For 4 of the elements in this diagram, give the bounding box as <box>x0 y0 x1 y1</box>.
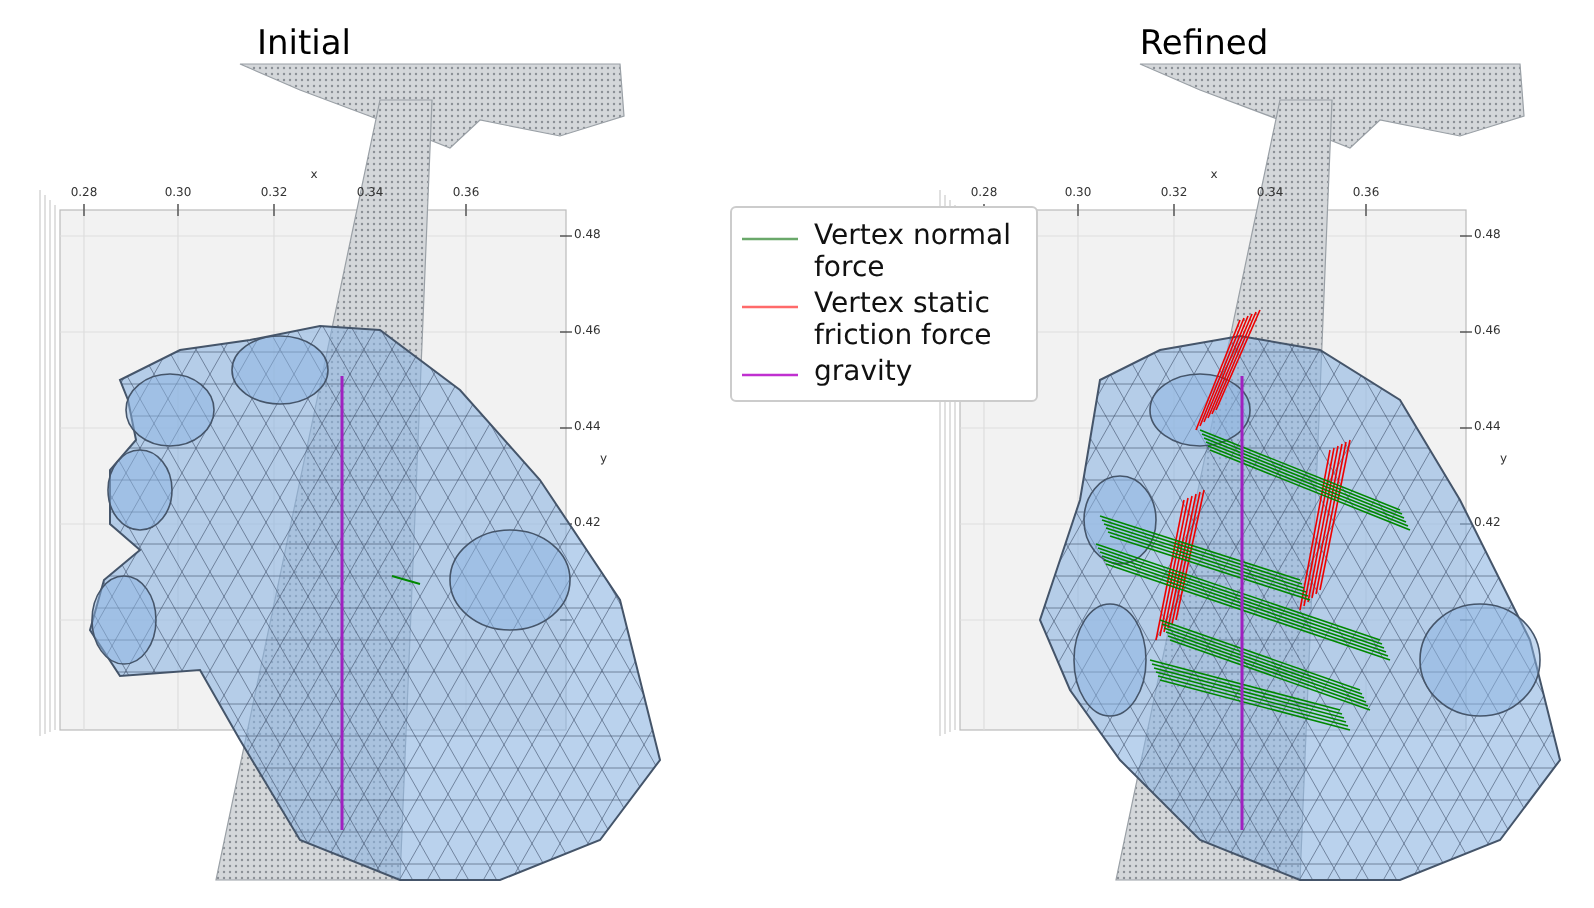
panel-title: Initial <box>256 27 352 61</box>
legend-text: Vertex normal force <box>814 220 1014 284</box>
legend-text: gravity <box>814 356 913 388</box>
panel-title: Refined <box>1139 27 1269 61</box>
